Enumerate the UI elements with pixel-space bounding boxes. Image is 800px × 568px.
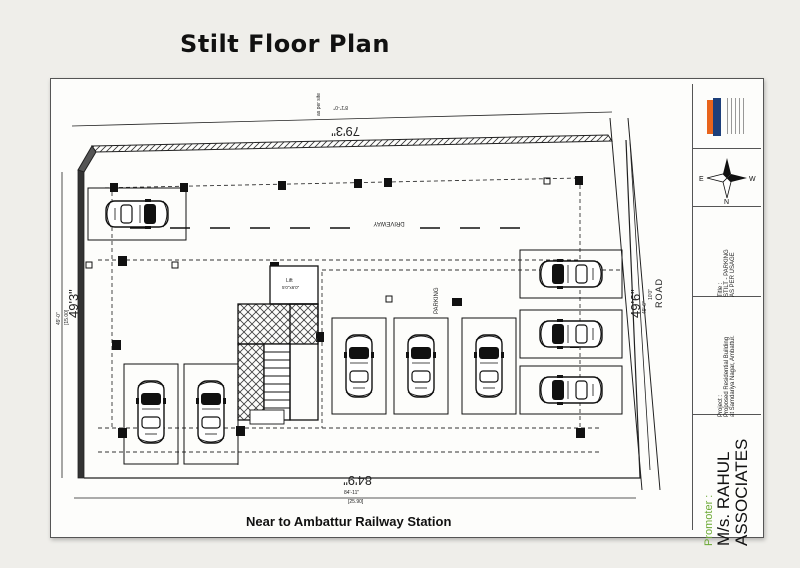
logo-cell [693,84,761,149]
driveway-label: DRIVEWAY [373,220,404,226]
parking-bay-bottom-1 [123,363,179,465]
project-cell: Project : Proposed Residential Building … [693,296,761,417]
promoter-cell: Promoter : M/s. RAHUL ASSOCIATES [693,414,761,546]
lift-block: Lift 5'0"x6'0" [269,265,319,305]
logo-fine-print [727,98,747,134]
parking-bay-left-top [87,187,187,241]
parking-bay-right-2 [519,309,623,359]
promoter-line-1: M/s. RAHUL [714,451,733,546]
parking-label: PARKING [434,287,440,314]
company-logo-mark [713,98,721,136]
parking-bay-right-1 [519,249,623,299]
compass-e: E [699,176,704,183]
parking-bay-middle-3 [461,317,517,415]
parking-bay-middle-1 [331,317,387,415]
north-arrow-icon: E W N [699,158,756,206]
dim-top: 79'3" [331,124,360,139]
lift-size: 5'0"x6'0" [282,285,300,290]
drawing-sheet [50,78,764,538]
compass-cell: E W N [693,148,761,207]
compound-boundary [84,139,641,479]
dim-top-small: 8'1"-0" [333,104,348,110]
dim-right: 49'6" [628,289,643,318]
dimension-lines [61,111,651,499]
dim-left-small: 49'-0" [56,312,62,325]
staircase [237,303,319,425]
promoter-line-2: ASSOCIATES [732,438,751,546]
dim-left-small2: [15.00] [64,309,70,325]
location-note: Near to Ambattur Railway Station [246,514,452,529]
road [609,117,661,491]
title-cell: Title : STILT - PARKING AS PER USAGE [693,206,761,297]
road-label: ROAD [654,278,664,308]
road-width: 10'0" [648,289,654,300]
compass-w: W [749,176,756,183]
dim-bottom-small2: [25.90] [348,499,364,505]
title-value-2: AS PER USAGE [730,252,736,297]
compass-n: N [724,199,729,206]
parking-bay-right-3 [519,365,623,415]
column-grid [97,177,620,465]
title-block: E W N Title : STILT - PARKING AS PER USA… [692,84,761,546]
page-title: Stilt Floor Plan [180,30,390,58]
dim-bottom: 84'9" [343,473,372,488]
project-line-2: at Samdariya Nagar, Ambattur. [730,335,736,417]
dim-top-note: as per site [316,93,322,116]
dim-right-small: 49'-6" [642,301,648,314]
parking-bay-bottom-2 [183,363,239,465]
dim-left: 49'3" [66,289,81,318]
lift-label: Lift [286,278,293,284]
dim-bottom-small: 84'-11" [344,490,359,496]
parking-bay-middle-2 [393,317,449,415]
